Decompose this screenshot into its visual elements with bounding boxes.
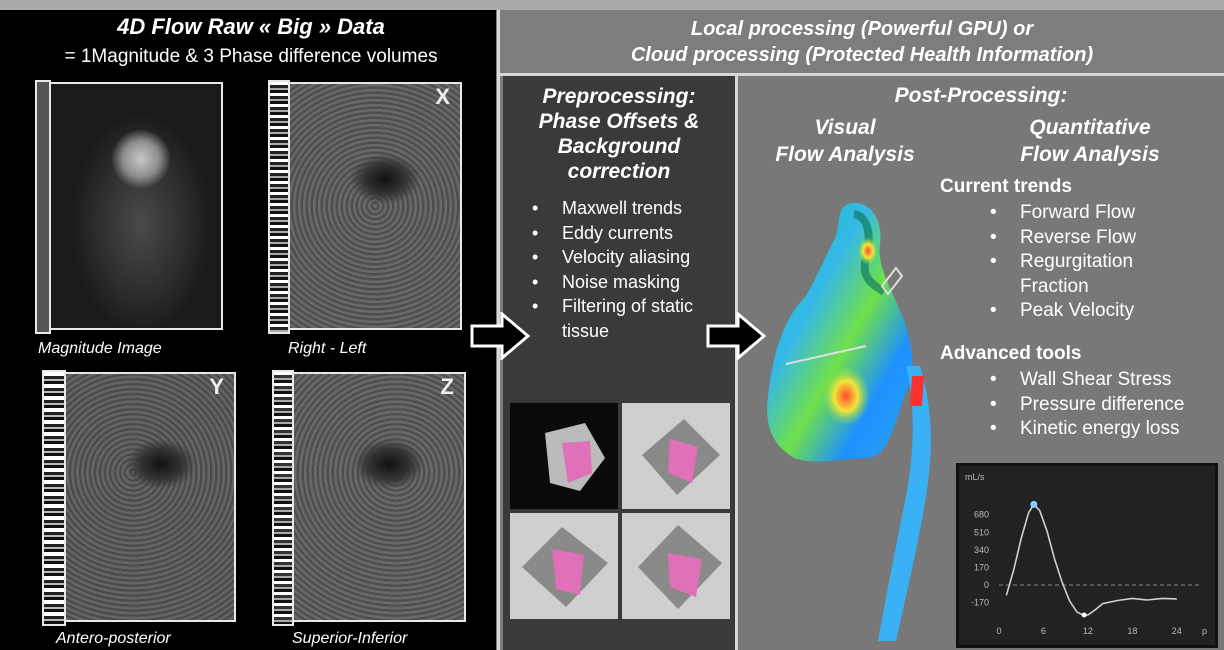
axis-z-label: Z <box>440 374 454 399</box>
raw-data-subtitle: = 1Magnitude & 3 Phase difference volume… <box>64 46 438 67</box>
list-item: Peak Velocity <box>990 299 1180 324</box>
top-strip <box>0 0 1224 10</box>
x-tick-label: 18 <box>1127 626 1137 636</box>
caption-right-left: Right - Left <box>288 340 367 357</box>
raw-data-title: 4D Flow Raw « Big » Data <box>117 14 385 39</box>
list-item: Noise masking <box>532 270 732 295</box>
arrow-right-icon <box>706 312 766 360</box>
y-tick-label: 170 <box>974 562 989 572</box>
phase-volume-z: Z <box>272 370 468 628</box>
aortic-flow-visualization <box>767 202 931 641</box>
segmentation-thumbnail <box>510 403 618 509</box>
y-tick-label: 340 <box>974 545 989 555</box>
segmentation-thumbnail <box>510 513 618 619</box>
flow-curve-line <box>1005 503 1177 616</box>
caption-magnitude: Magnitude Image <box>38 340 162 357</box>
list-item: Maxwell trends <box>532 196 732 221</box>
x-tick-label: 12 <box>1083 626 1093 636</box>
segmentation-thumbnail <box>622 403 730 509</box>
processing-header-line1: Local processing (Powerful GPU) or <box>690 18 1034 40</box>
x-tick-label: 6 <box>1041 626 1046 636</box>
preprocessing-list: Maxwell trends Eddy currents Velocity al… <box>532 196 732 343</box>
y-tick-label: -170 <box>971 598 989 608</box>
list-item: Filtering of static tissue <box>532 294 732 343</box>
quantitative-title-line: Quantitative <box>1029 116 1151 139</box>
list-item: Pressure difference <box>990 393 1220 418</box>
preprocessing-title-line: Phase Offsets & <box>538 110 700 133</box>
visual-title-line: Visual <box>814 116 876 139</box>
divider-vertical-sub <box>735 76 738 650</box>
axis-x-label: X <box>435 84 450 109</box>
caption-superior-inferior: Superior-Inferior <box>292 630 408 647</box>
x-tick-label: 0 <box>996 626 1001 636</box>
postprocessing-title: Post-Processing: <box>894 84 1068 107</box>
list-item: Reverse Flow <box>990 226 1180 251</box>
divider-horizontal <box>500 73 1224 76</box>
list-item: Eddy currents <box>532 221 732 246</box>
flow-curve-chart: mL/s 680 510 340 170 0 -170 0 6 12 18 24 p <box>956 463 1218 648</box>
list-item: Regurgitation Fraction <box>990 250 1180 299</box>
chart-ylabel: mL/s <box>965 472 985 482</box>
preprocessing-title-line: Background <box>557 135 681 158</box>
phase-volume-x: X <box>268 80 464 336</box>
list-item: Wall Shear Stress <box>990 368 1220 393</box>
preprocessing-title-line: correction <box>567 160 671 183</box>
peak-marker <box>1030 500 1038 508</box>
preprocessing-title: Preprocessing: Phase Offsets & Backgroun… <box>503 84 735 184</box>
x-tick-suffix: p <box>1202 626 1207 636</box>
list-item: Kinetic energy loss <box>990 417 1220 442</box>
segmentation-thumbnail <box>622 513 730 619</box>
current-trends-list: Forward Flow Reverse Flow Regurgitation … <box>990 201 1180 324</box>
trough-marker <box>1081 612 1087 618</box>
visual-title-line: Flow Analysis <box>775 143 915 166</box>
advanced-tools-list: Wall Shear Stress Pressure difference Ki… <box>990 368 1220 442</box>
axis-y-label: Y <box>209 374 224 399</box>
y-tick-label: 680 <box>974 510 989 520</box>
preprocessing-title-line: Preprocessing: <box>542 85 696 108</box>
y-tick-label: 0 <box>984 580 989 590</box>
x-tick-label: 24 <box>1172 626 1182 636</box>
visual-analysis-title: Visual Flow Analysis <box>760 114 930 168</box>
phase-volume-y: Y <box>42 370 238 628</box>
list-item: Velocity aliasing <box>532 245 732 270</box>
current-trends-heading: Current trends <box>940 176 1072 197</box>
flow-curve-svg: mL/s 680 510 340 170 0 -170 0 6 12 18 24 p <box>965 472 1207 636</box>
advanced-tools-heading: Advanced tools <box>940 343 1082 364</box>
magnitude-volume <box>35 80 225 336</box>
quantitative-analysis-title: Quantitative Flow Analysis <box>1000 114 1180 168</box>
list-item: Forward Flow <box>990 201 1180 226</box>
y-tick-label: 510 <box>974 527 989 537</box>
arrow-right-icon <box>470 312 530 360</box>
processing-header-line2: Cloud processing (Protected Health Infor… <box>630 44 1094 66</box>
quantitative-title-line: Flow Analysis <box>1020 143 1160 166</box>
caption-antero-posterior: Antero-posterior <box>56 630 171 647</box>
